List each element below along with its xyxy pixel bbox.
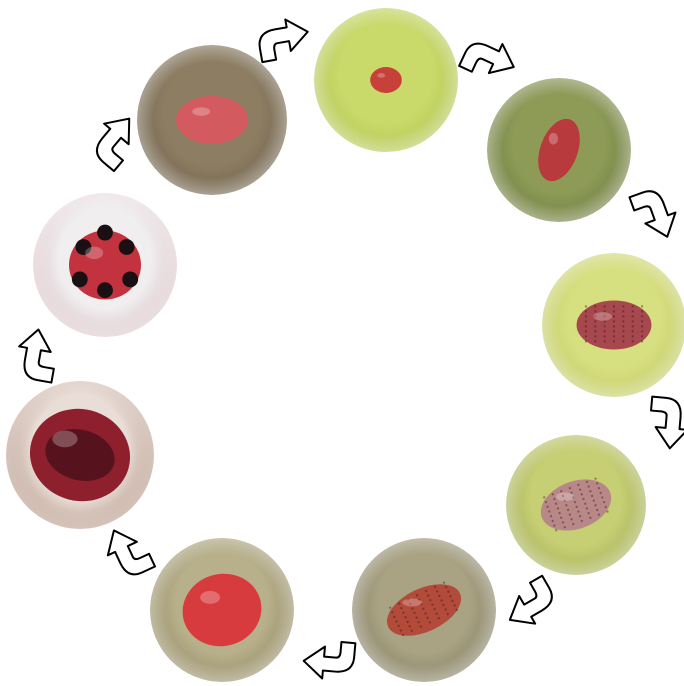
cycle-arrow-icon <box>622 180 684 250</box>
photo-vignette <box>506 435 646 575</box>
cycle-arrow-icon <box>251 13 316 68</box>
cycle-arrow-icon <box>298 633 360 684</box>
stage-photo-emerging-adult <box>6 381 154 529</box>
photo-vignette <box>487 78 631 222</box>
photo-vignette <box>150 538 294 682</box>
stage-photo-first-instar-larva <box>487 78 631 222</box>
cycle-arrow-icon <box>642 392 684 454</box>
stage-photo-third-instar-larva <box>506 435 646 575</box>
photo-vignette <box>352 538 496 682</box>
stage-photo-prepupa <box>352 538 496 682</box>
cycle-arrow-icon <box>492 569 565 638</box>
stage-photo-pupa <box>150 538 294 682</box>
cycle-arrow-icon <box>11 322 66 387</box>
stage-photo-adult <box>33 193 177 337</box>
stage-photo-second-instar-larva <box>542 253 684 397</box>
photo-vignette <box>6 381 154 529</box>
photo-vignette <box>33 193 177 337</box>
photo-vignette <box>314 8 458 152</box>
photo-vignette <box>542 253 684 397</box>
stage-photo-eggs <box>314 8 458 152</box>
